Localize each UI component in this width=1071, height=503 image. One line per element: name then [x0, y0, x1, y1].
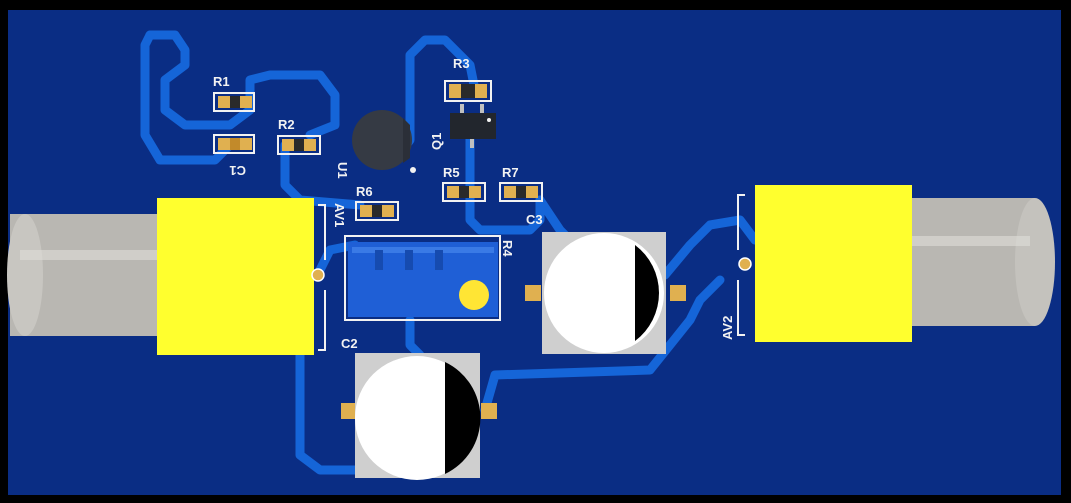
capacitor-c1	[213, 134, 255, 154]
cable-left-highlight	[20, 250, 160, 260]
connector-av1-pin	[311, 268, 325, 282]
cable-right-end	[1015, 198, 1055, 326]
label-r7: R7	[502, 165, 519, 180]
resistor-r7	[499, 182, 543, 202]
label-r3: R3	[453, 56, 470, 71]
label-q1: Q1	[429, 133, 444, 150]
cable-right-body	[905, 198, 1035, 326]
capacitor-c3	[525, 232, 686, 354]
resistor-r3	[444, 80, 492, 102]
trace-left-bottom	[315, 240, 360, 275]
resistor-r5	[442, 182, 486, 202]
cable-right-highlight	[905, 236, 1030, 246]
cable-right	[905, 198, 1055, 326]
resistor-r6	[355, 201, 399, 221]
connector-av1-outline	[318, 204, 326, 351]
trace-left-loop	[145, 30, 340, 140]
label-av1: AV1	[332, 203, 347, 227]
trace-pot-down	[405, 315, 425, 360]
capacitor-c2	[341, 353, 497, 480]
trace-r2-to-u1	[280, 140, 365, 210]
connector-av2-pin	[738, 257, 752, 271]
cable-left	[7, 214, 160, 336]
connector-av2	[755, 185, 912, 342]
trace-c3-to-av2	[660, 215, 760, 280]
transistor-q1	[450, 104, 496, 148]
label-r2: R2	[278, 117, 295, 132]
label-r1: R1	[213, 74, 230, 89]
label-r4: R4	[500, 240, 515, 257]
regulator-u1	[352, 110, 416, 173]
potentiometer-r4	[344, 235, 501, 321]
potentiometer-knob	[459, 280, 489, 310]
connector-av1	[157, 198, 314, 355]
trace-left-outer	[140, 30, 235, 165]
label-c1: C1	[229, 163, 246, 178]
label-r5: R5	[443, 165, 460, 180]
connector-av2-outline	[737, 194, 745, 336]
trace-c2-right-to-av2	[480, 275, 725, 415]
label-av2: AV2	[720, 316, 735, 340]
cable-left-end	[7, 214, 43, 336]
label-c3: C3	[526, 212, 543, 227]
resistor-r2	[277, 135, 321, 155]
label-r6: R6	[356, 184, 373, 199]
label-u1: U1	[335, 162, 350, 179]
resistor-r1	[213, 92, 255, 112]
label-c2: C2	[341, 336, 358, 351]
trace-c2-left	[295, 325, 375, 475]
